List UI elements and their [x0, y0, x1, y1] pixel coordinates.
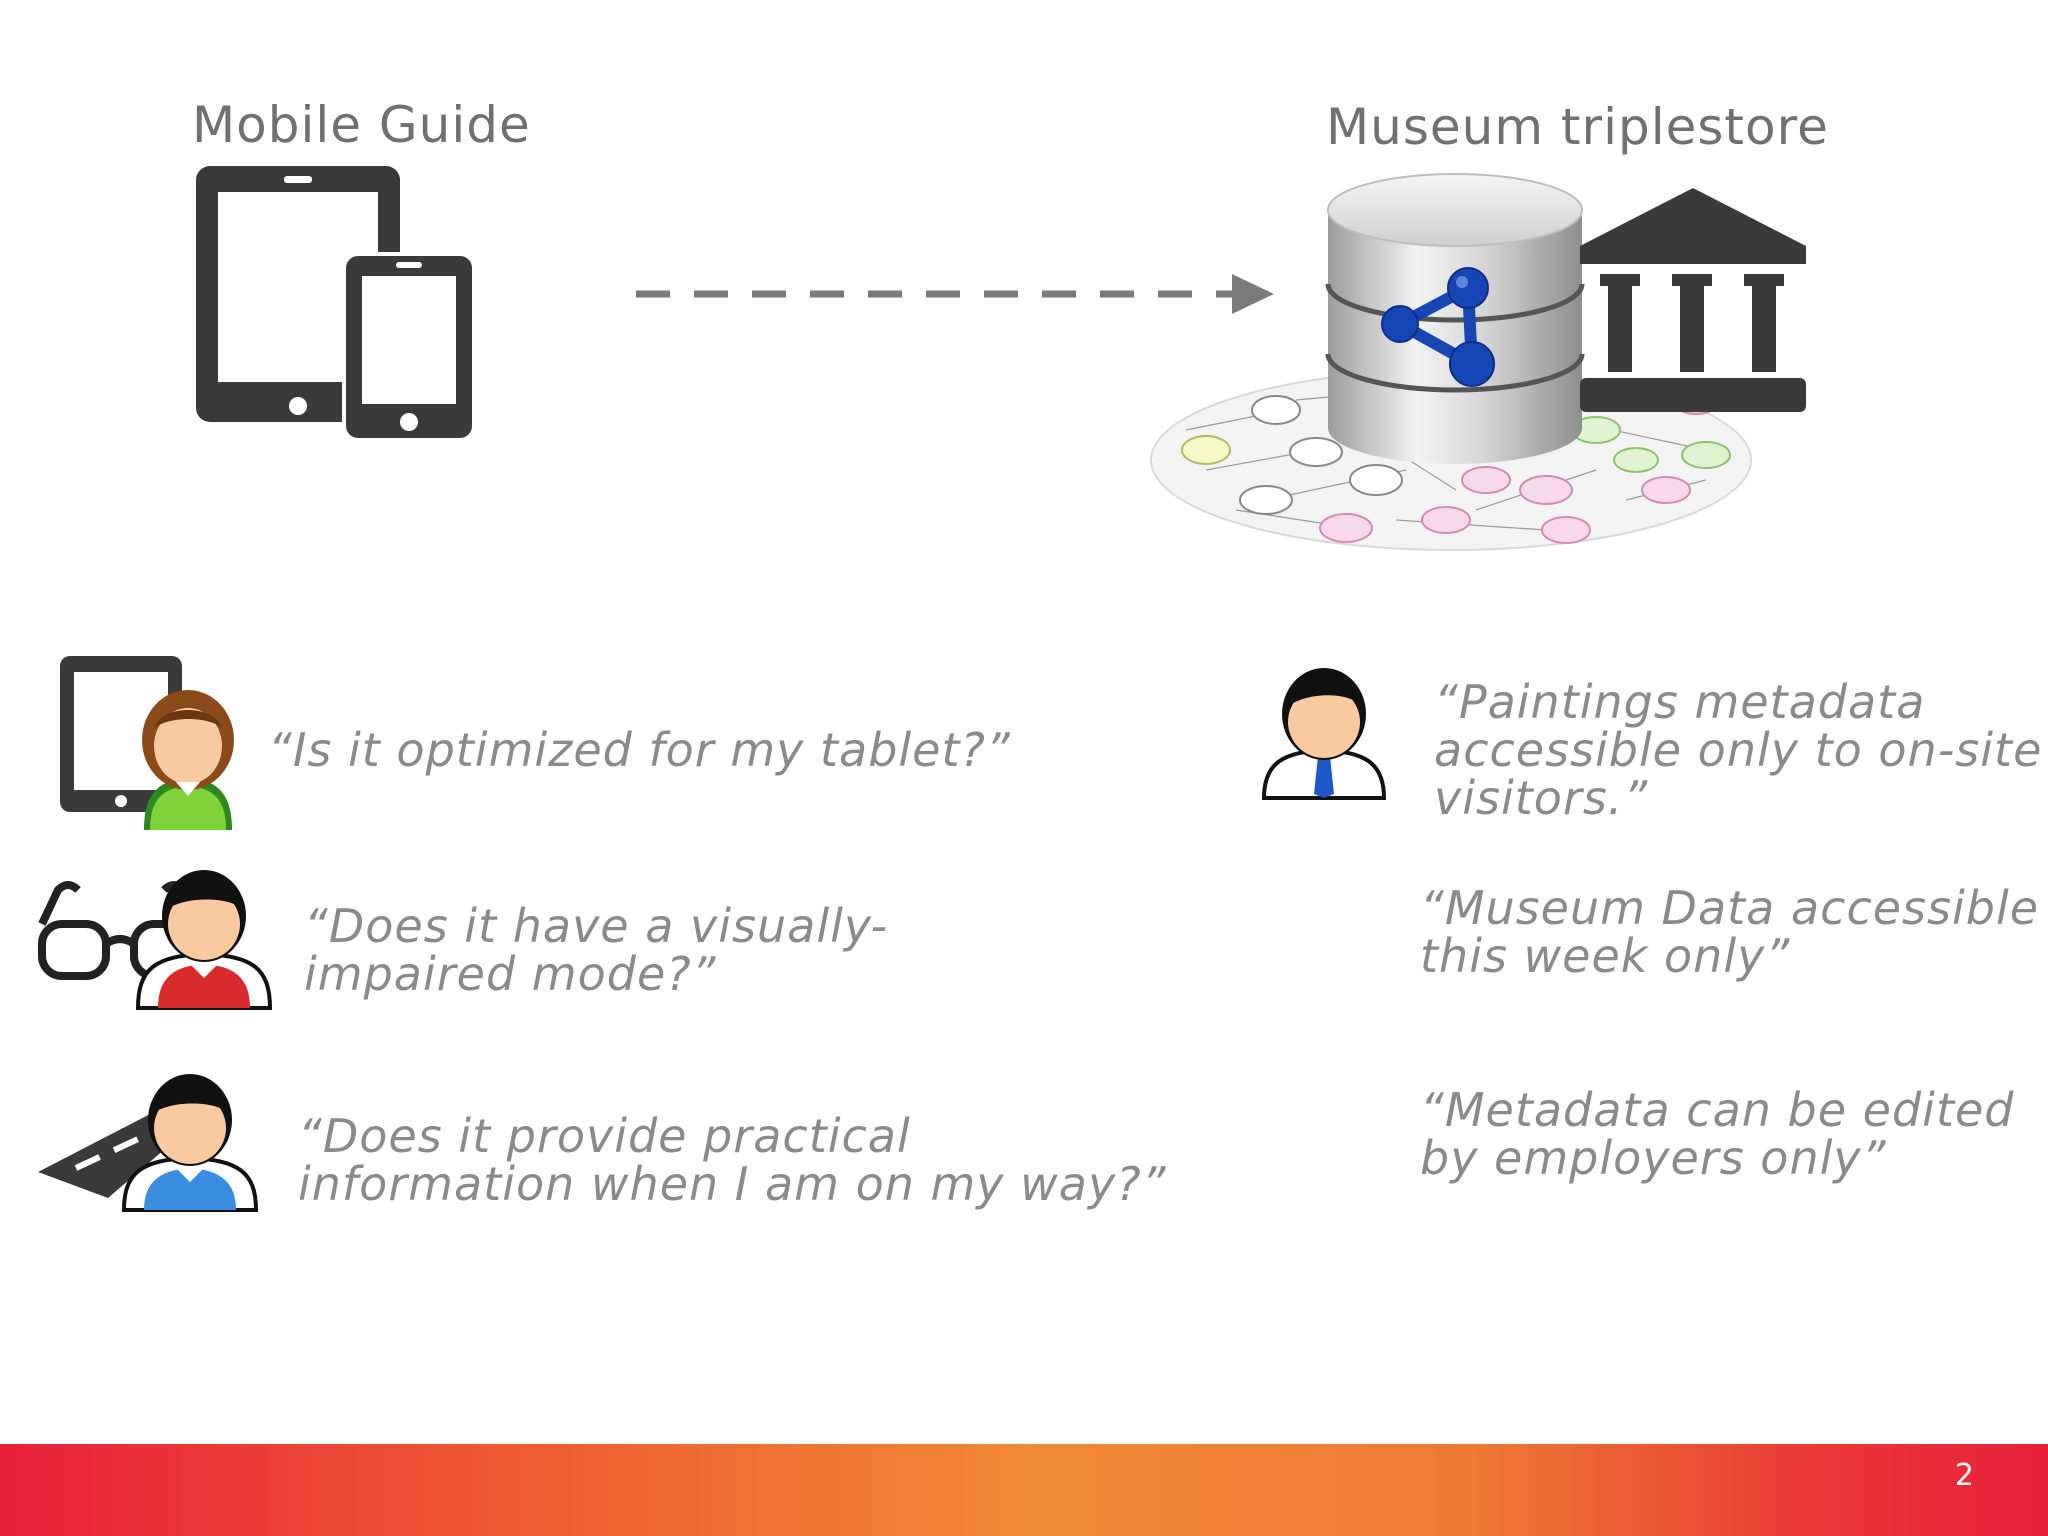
museum-data-line1: “Museum Data accessible — [1420, 884, 2039, 932]
page-number: 2 — [1955, 1458, 1974, 1493]
paintings-metadata-line2: accessible only to on-site — [1434, 726, 2042, 774]
museum-data-quote: “Museum Data accessible this week only” — [1420, 884, 2039, 980]
footer-bar: 2 — [0, 1444, 2048, 1536]
semantic-web-icon — [1378, 266, 1508, 392]
mobile-guide-heading: Mobile Guide — [192, 96, 531, 154]
paintings-metadata-quote: “Paintings metadata accessible only to o… — [1434, 678, 2042, 822]
road-user-icon — [36, 1068, 266, 1212]
tablet-phone-icon — [196, 166, 476, 446]
dashed-arrow — [636, 272, 1276, 322]
practical-info-question-quote: “Does it provide practical information w… — [298, 1112, 1166, 1208]
glasses-user-icon — [34, 860, 274, 1010]
tablet-question-quote: “Is it optimized for my tablet?” — [268, 726, 1011, 774]
museum-data-line2: this week only” — [1420, 932, 2039, 980]
paintings-metadata-line3: visitors.” — [1434, 774, 2042, 822]
metadata-edit-line1: “Metadata can be edited — [1420, 1086, 2014, 1134]
museum-building-icon — [1578, 188, 1808, 414]
visually-impaired-question-line2: impaired mode?” — [304, 950, 888, 998]
metadata-edit-line2: by employers only” — [1420, 1134, 2014, 1182]
museum-staff-icon — [1260, 664, 1390, 800]
metadata-edit-quote: “Metadata can be edited by employers onl… — [1420, 1086, 2014, 1182]
tablet-question-line1: “Is it optimized for my tablet?” — [268, 726, 1011, 774]
museum-triplestore-heading: Museum triplestore — [1326, 98, 1829, 156]
practical-info-question-line2: information when I am on my way?” — [298, 1160, 1166, 1208]
practical-info-question-line1: “Does it provide practical — [298, 1112, 1166, 1160]
visually-impaired-question-quote: “Does it have a visually- impaired mode?… — [304, 902, 888, 998]
paintings-metadata-line1: “Paintings metadata — [1434, 678, 2042, 726]
tablet-user-icon — [58, 654, 248, 834]
visually-impaired-question-line1: “Does it have a visually- — [304, 902, 888, 950]
